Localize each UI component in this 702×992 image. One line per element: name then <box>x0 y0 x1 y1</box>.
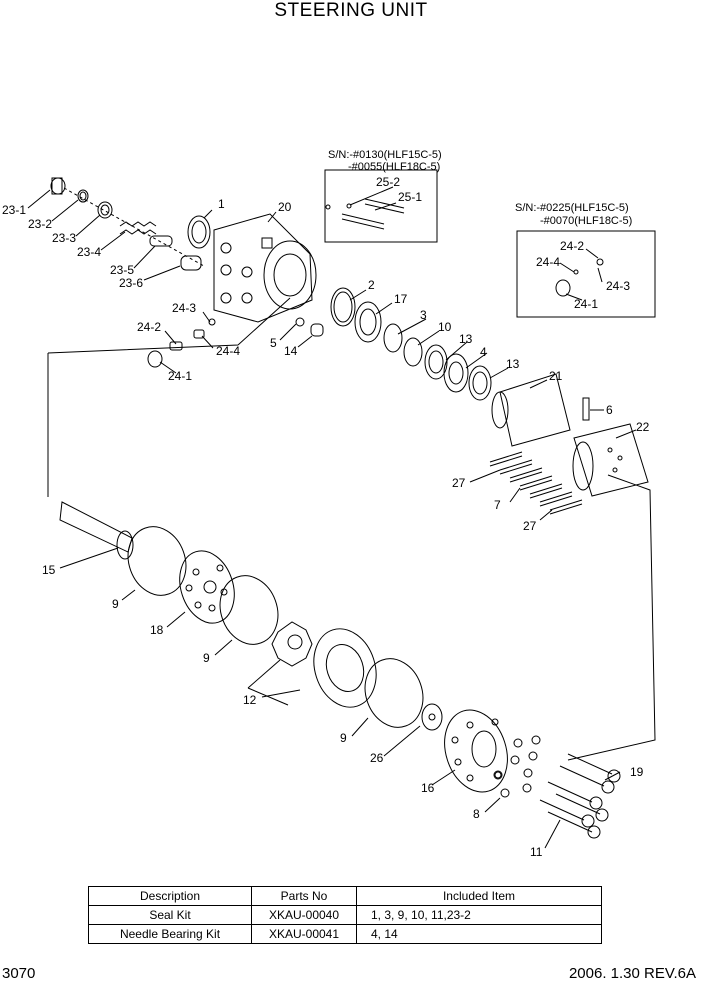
callout-label: 25-2 <box>376 175 400 189</box>
callout-label: 13 <box>506 357 520 371</box>
serial-note-upper-2: -#0055(HLF18C-5) <box>348 161 440 173</box>
callout-label: 23-2 <box>28 217 52 231</box>
callout-label: 2 <box>368 278 375 292</box>
callout-label: 13 <box>459 332 473 346</box>
callout-label: 25-1 <box>398 190 422 204</box>
callout-label: 4 <box>480 345 487 359</box>
callout-label: 9 <box>203 651 210 665</box>
page-title: STEERING UNIT <box>274 0 428 21</box>
table-header-row: Description Parts No Included Item <box>88 886 602 906</box>
callout-label: 23-4 <box>77 245 101 259</box>
callout-label: 11 <box>530 845 543 859</box>
callout-label: 24-1 <box>574 297 598 311</box>
callout-label: 24-4 <box>216 344 240 358</box>
table-header-parts-no: Parts No <box>251 886 357 906</box>
callout-label: 18 <box>150 623 164 637</box>
callout-label: 19 <box>630 765 644 779</box>
table-cell: 1, 3, 9, 10, 11,23-2 <box>356 905 602 925</box>
serial-note-right-1: S/N:-#0225(HLF15C-5) <box>515 202 629 214</box>
callout-label: 23-5 <box>110 263 134 277</box>
kit-table: Description Parts No Included Item Seal … <box>88 886 602 944</box>
callout-label: 23-6 <box>119 276 143 290</box>
callout-label: 5 <box>270 336 277 350</box>
callout-label: 24-2 <box>560 239 584 253</box>
table-header-included-item: Included Item <box>356 886 602 906</box>
page-number: 3070 <box>2 965 36 982</box>
callout-label: 24-2 <box>137 320 161 334</box>
revision-date: 2006. 1.30 REV.6A <box>568 965 696 982</box>
table-cell: XKAU-00041 <box>251 924 357 944</box>
callout-label: 27 <box>523 519 537 533</box>
callout-label: 24-3 <box>172 301 196 315</box>
callout-label: 24-4 <box>536 255 560 269</box>
detail-box-24 <box>516 230 656 318</box>
callout-label: 16 <box>421 781 435 795</box>
table-cell: 4, 14 <box>356 924 602 944</box>
table-row: Needle Bearing Kit XKAU-00041 4, 14 <box>88 924 602 944</box>
callout-label: 24-3 <box>606 279 630 293</box>
callout-label: 23-1 <box>2 203 26 217</box>
callout-label: 20 <box>278 200 292 214</box>
callout-label: 9 <box>340 731 347 745</box>
callout-label: 1 <box>218 197 225 211</box>
callout-label: 8 <box>473 807 480 821</box>
callout-label: 24-1 <box>168 369 192 383</box>
table-cell: Needle Bearing Kit <box>88 924 252 944</box>
callout-label: 27 <box>452 476 466 490</box>
table-cell: XKAU-00040 <box>251 905 357 925</box>
table-row: Seal Kit XKAU-00040 1, 3, 9, 10, 11,23-2 <box>88 905 602 925</box>
callout-label: 9 <box>112 597 119 611</box>
callout-label: 17 <box>394 292 408 306</box>
callout-label: 26 <box>370 751 384 765</box>
serial-note-right-2: -#0070(HLF18C-5) <box>540 215 632 227</box>
callout-label: 10 <box>438 320 452 334</box>
callout-label: 7 <box>494 498 501 512</box>
exploded-parts-diagram: S/N:-#0130(HLF15C-5) -#0055(HLF18C-5) S/… <box>2 149 656 859</box>
callout-label: 14 <box>284 344 298 358</box>
table-cell: Seal Kit <box>88 905 252 925</box>
detail-box-25 <box>324 169 438 243</box>
callout-label: 23-3 <box>52 231 76 245</box>
table-header-description: Description <box>88 886 252 906</box>
callout-label: 22 <box>636 420 650 434</box>
callout-label: 15 <box>42 563 56 577</box>
callout-label: 6 <box>606 403 613 417</box>
callout-label: 3 <box>420 308 427 322</box>
serial-note-upper-1: S/N:-#0130(HLF15C-5) <box>328 149 442 161</box>
callout-label: 12 <box>243 693 257 707</box>
callout-label: 21 <box>549 369 563 383</box>
